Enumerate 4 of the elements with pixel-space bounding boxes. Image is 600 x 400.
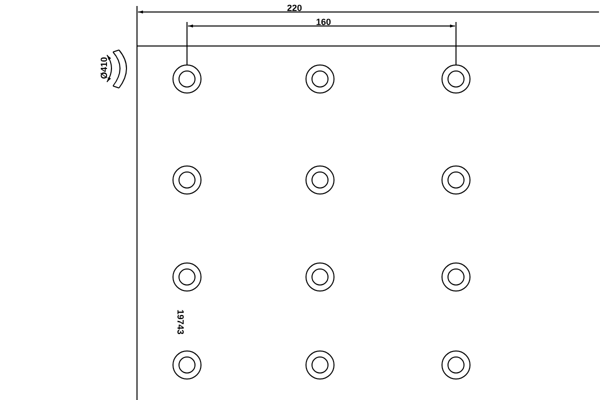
diameter-value: Ø410 [99, 56, 110, 80]
dimension-value: 220 [287, 3, 302, 13]
dimension-value: 160 [316, 17, 332, 27]
part-number: 19743 [176, 309, 186, 335]
